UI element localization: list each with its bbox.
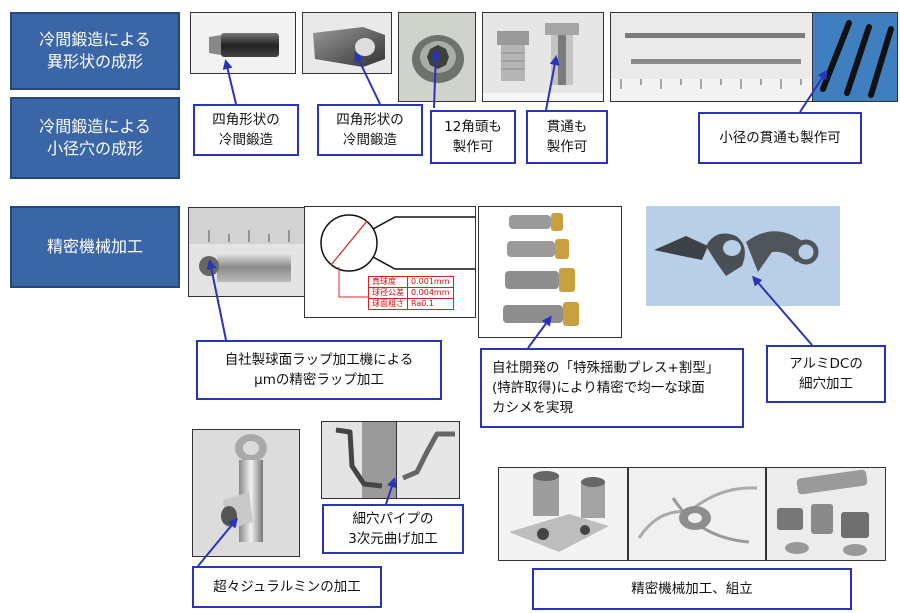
bent-pipe-image (402, 431, 455, 481)
section-label: 冷間鍛造による 小径穴の成形 (39, 117, 151, 158)
label-text: 自社製球面ラップ加工機による μmの精密ラップ加工 (224, 351, 414, 388)
arrow-sphere-lapping (206, 259, 227, 341)
photo-aluminum-dc-parts (646, 206, 840, 306)
section-cold-forging-irregular: 冷間鍛造による 異形状の成形 (10, 12, 180, 90)
arrow-small-through (799, 69, 828, 113)
label-text: 四角形状の 冷間鍛造 (212, 111, 280, 148)
label-text: 12角頭も 製作可 (444, 118, 502, 155)
dc-parts-image (654, 231, 819, 276)
label-text: 貫通も 製作可 (546, 118, 588, 155)
ball-drawing (320, 214, 475, 298)
label-pipe-bending: 細穴パイプの 3次元曲げ加工 (322, 504, 464, 554)
ball-cylinder-image (189, 208, 305, 282)
arrow-aluminum-dc (752, 275, 813, 346)
spec-value: Ra0.1 (407, 298, 454, 310)
photo-square-forging-bracket (302, 12, 392, 74)
label-duralumin: 超々ジュラルミンの加工 (192, 566, 382, 608)
photo-assembly-1 (498, 467, 628, 561)
section-label: 精密機械加工 (46, 237, 143, 257)
fittings-image (483, 23, 603, 101)
photo-small-pipes-ruler (610, 12, 814, 102)
assembly-image (637, 486, 758, 544)
label-aluminum-dc: アルミDCの 細穴加工 (766, 345, 886, 403)
duralumin-image (221, 434, 267, 542)
assembly-image (509, 471, 609, 552)
label-sphere-lapping: 自社製球面ラップ加工機による μmの精密ラップ加工 (196, 340, 442, 400)
section-label: 冷間鍛造による 異形状の成形 (39, 30, 151, 71)
label-text: 自社開発の「特殊揺動プレス+割型」 (特許取得)により精密で均一な球面 カシメを… (492, 359, 720, 417)
label-text: 四角形状の 冷間鍛造 (336, 111, 404, 148)
label-square-forging-2: 四角形状の 冷間鍛造 (317, 104, 423, 156)
photo-duralumin-part (192, 429, 300, 557)
arrow-through-hole (545, 55, 560, 111)
arrow-square-forging-2 (354, 51, 381, 105)
label-text: 小径の貫通も製作可 (719, 129, 841, 146)
section-precision-machining: 精密機械加工 (10, 206, 180, 288)
label-assembly: 精密機械加工、組立 (532, 568, 852, 610)
label-text: 細穴パイプの 3次元曲げ加工 (348, 510, 438, 547)
section-cold-forging-small-hole: 冷間鍛造による 小径穴の成形 (10, 97, 180, 179)
label-12-point-head: 12角頭も 製作可 (430, 110, 516, 164)
label-text: 精密機械加工、組立 (631, 580, 753, 597)
arrow-pipe-bending (385, 477, 397, 505)
label-caulking: 自社開発の「特殊揺動プレス+割型」 (特許取得)により精密で均一な球面 カシメを… (480, 348, 744, 428)
label-square-forging-1: 四角形状の 冷間鍛造 (193, 104, 299, 156)
arrow-caulking (527, 315, 552, 349)
photo-through-hole-parts (482, 12, 604, 102)
assembly-image (777, 469, 869, 556)
arrow-square-forging-1 (222, 59, 237, 105)
photo-bent-pipe-2 (396, 421, 460, 499)
label-text: 超々ジュラルミンの加工 (213, 578, 361, 595)
label-small-through: 小径の貫通も製作可 (698, 112, 862, 164)
photo-black-pipes (812, 12, 898, 102)
label-through-hole: 貫通も 製作可 (526, 110, 608, 164)
photo-square-forging-cylinder (190, 12, 296, 74)
arrow-12-point-head (430, 49, 441, 109)
cylinder-image (209, 33, 279, 57)
photo-assembly-2 (628, 467, 766, 561)
pipes-image (611, 33, 813, 101)
arrow-duralumin (197, 517, 238, 567)
label-text: アルミDCの 細穴加工 (789, 355, 863, 392)
photo-assembly-3 (766, 467, 886, 561)
spec-name: 球面粗さ (368, 298, 408, 310)
photo-lapped-ball-cylinder (188, 207, 306, 297)
